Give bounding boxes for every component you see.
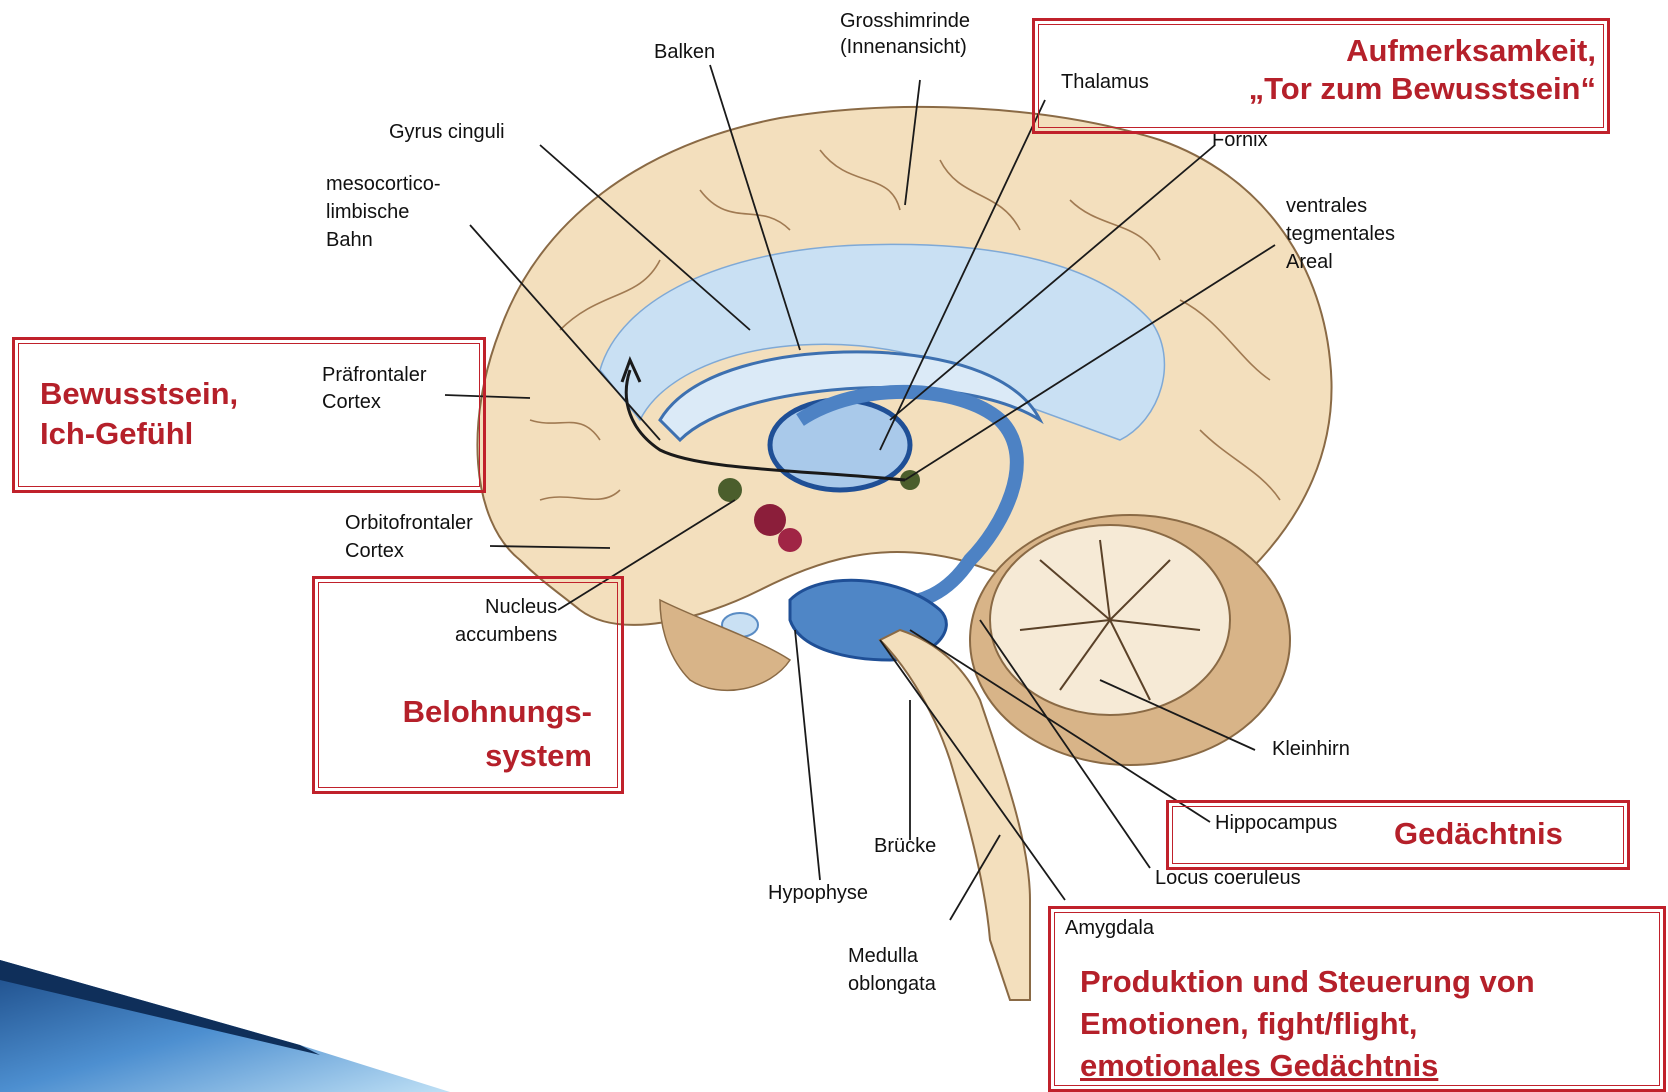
text-gedaechtnis: Gedächtnis: [1394, 815, 1563, 853]
label-hypophyse: Hypophyse: [768, 881, 868, 905]
text-belohnungssystem: Belohnungs- system: [340, 690, 592, 778]
label-medulla: Medulla oblongata: [848, 942, 936, 998]
text-aufmerksamkeit: Aufmerksamkeit, „Tor zum Bewusstsein“: [1110, 32, 1596, 108]
label-orbitofrontal: Orbitofrontaler Cortex: [345, 509, 473, 565]
label-bruecke: Brücke: [874, 834, 936, 858]
text-bewusstsein: Bewusstsein, Ich-Gefühl: [40, 374, 238, 454]
label-gyrus-cinguli: Gyrus cinguli: [389, 120, 505, 144]
label-kleinhirn: Kleinhirn: [1272, 737, 1350, 761]
text-emotionen-line1: Produktion und Steuerung von: [1080, 961, 1535, 1003]
nucleus-accumbens-shape: [718, 478, 742, 502]
label-balken: Balken: [654, 40, 715, 64]
text-emotionen-line2: Emotionen, fight/flight,: [1080, 1003, 1418, 1045]
corner-decoration: [0, 960, 450, 1092]
label-mesocortico: mesocortico- limbische Bahn: [326, 170, 440, 254]
text-emotionen-line3: emotionales Gedächtnis: [1080, 1045, 1438, 1087]
thalamus-shape: [770, 400, 910, 490]
temporal-lobe: [660, 600, 790, 690]
label-ventrales: ventrales tegmentales Areal: [1286, 192, 1395, 276]
label-grosshirnrinde: Grosshimrinde (Innenansicht): [840, 8, 970, 60]
amygdala-shape: [754, 504, 786, 536]
amygdala-detail: [778, 528, 802, 552]
